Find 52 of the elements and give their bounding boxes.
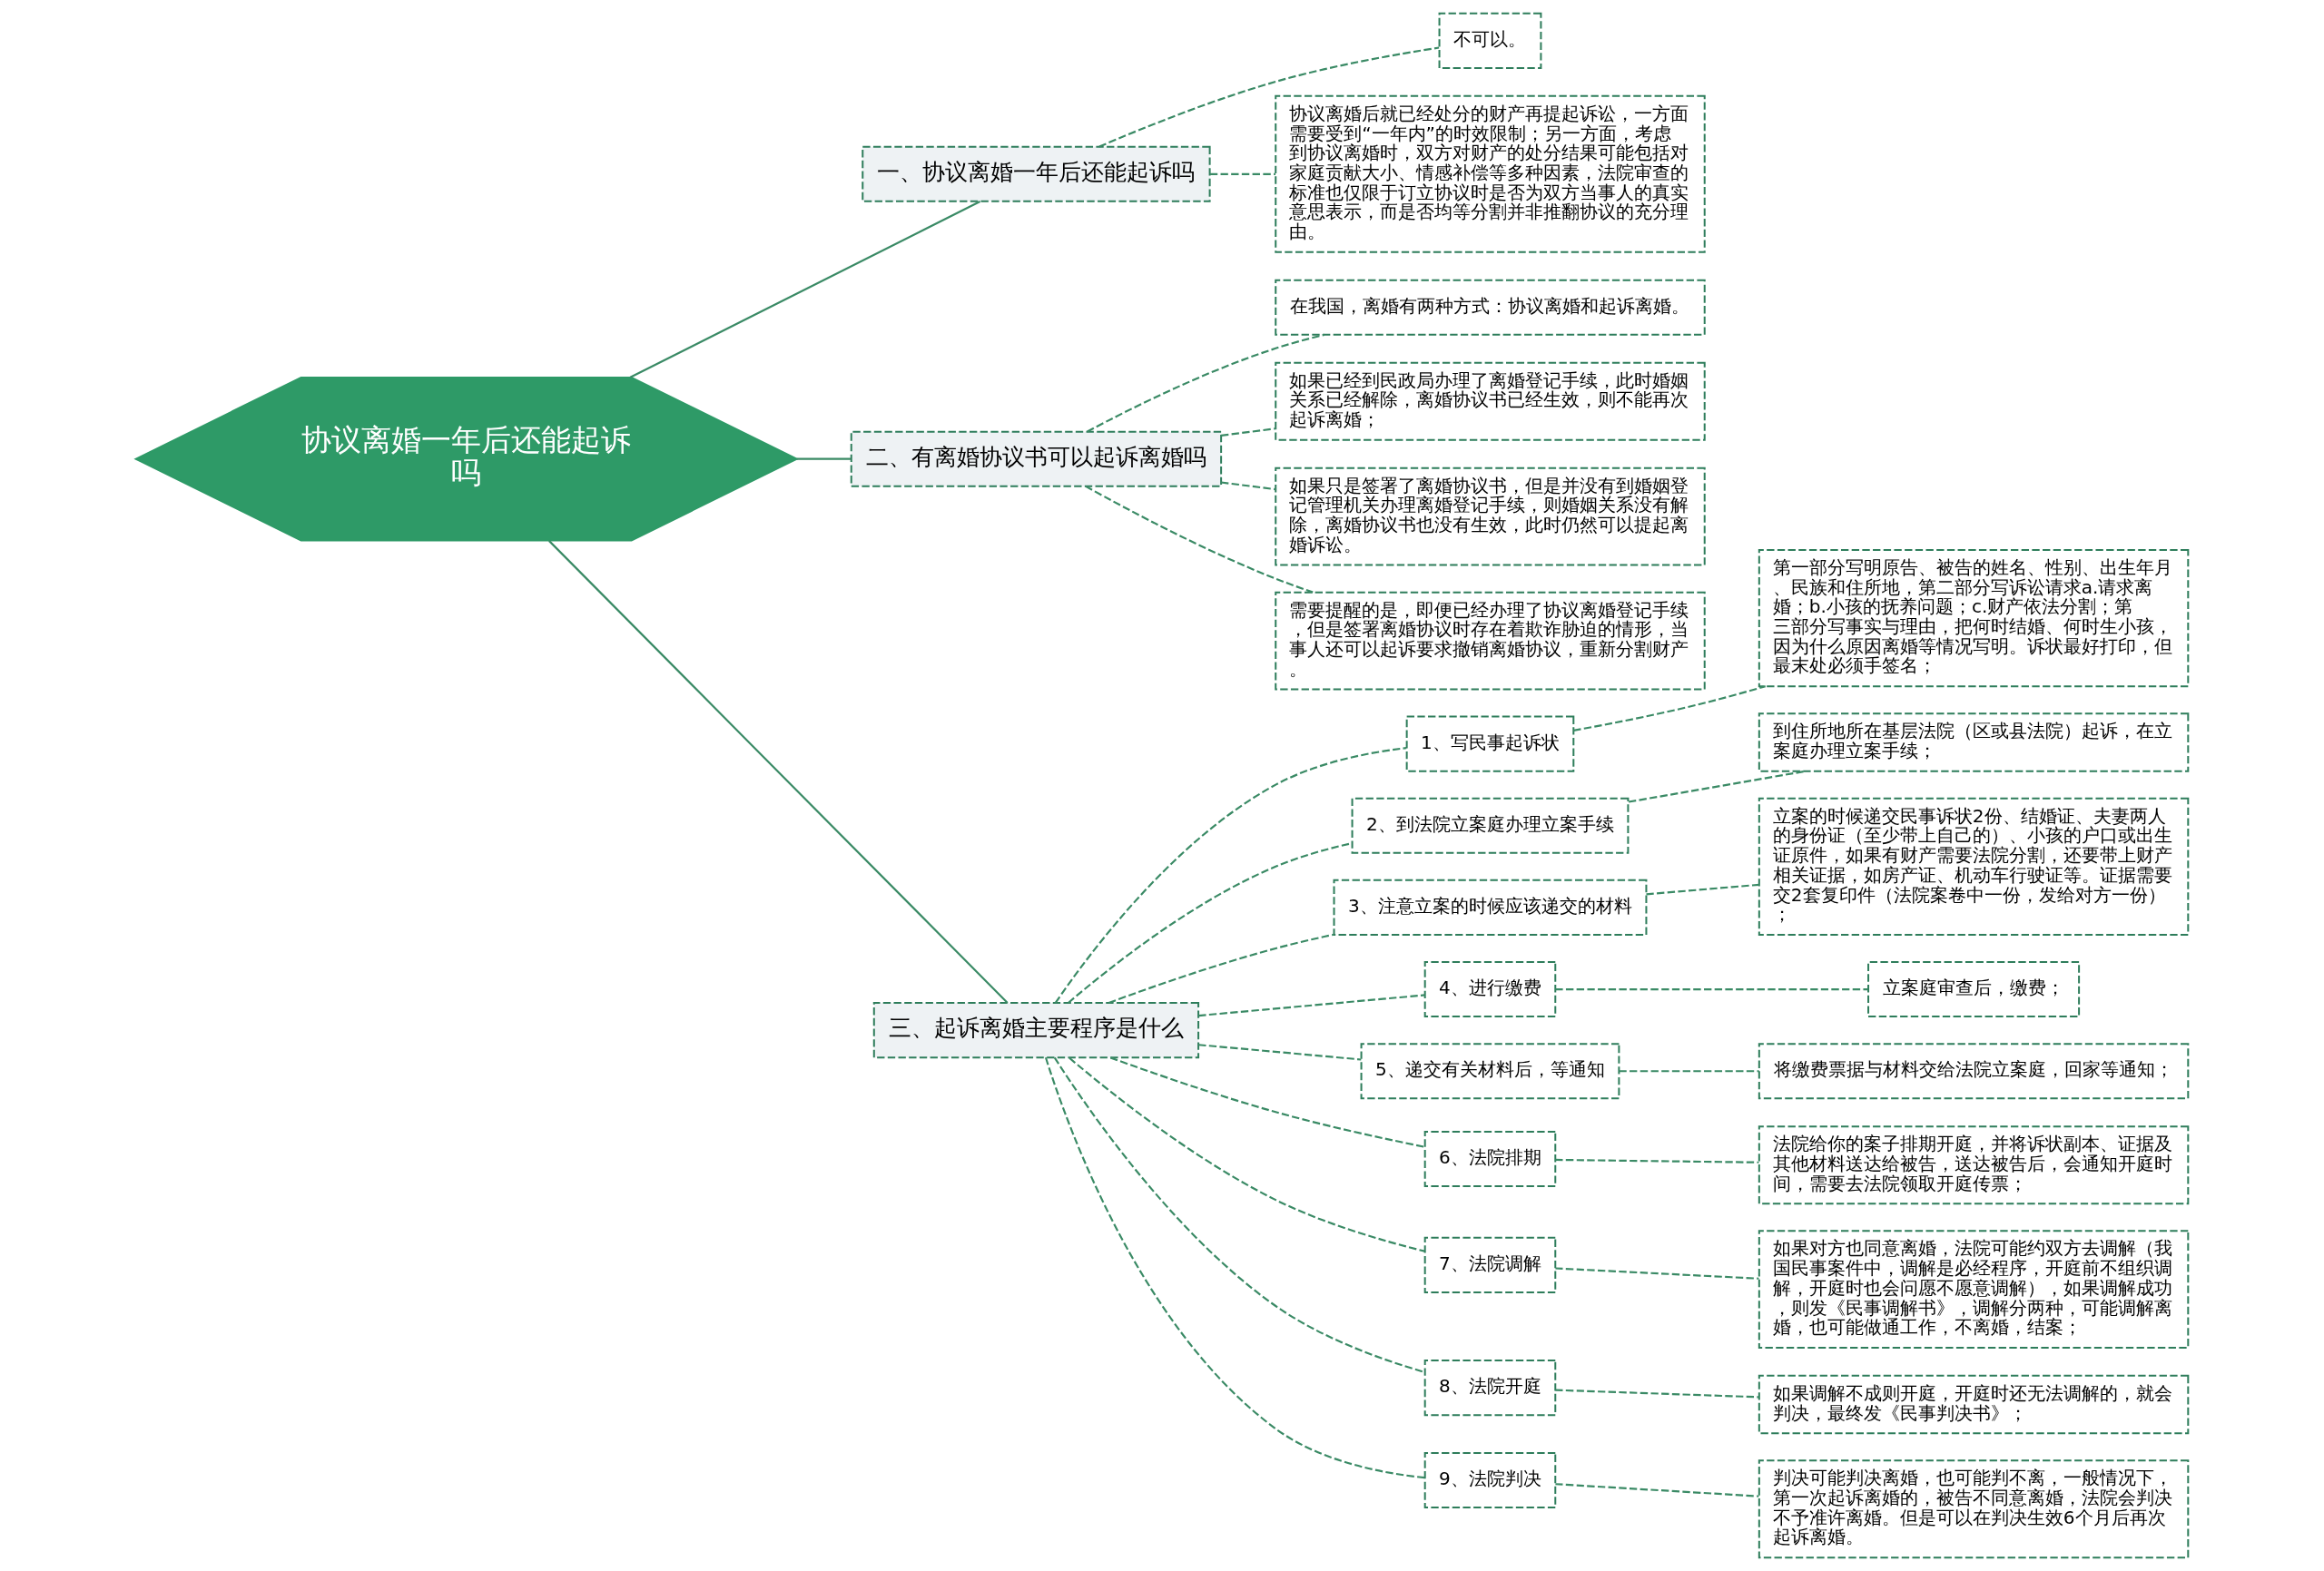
connector <box>1555 1158 1759 1164</box>
connector <box>1555 987 1868 991</box>
node-box: 二、有离婚协议书可以起诉离婚吗 <box>850 430 1223 487</box>
node-box: 需要提醒的是，即便已经办理了协议离婚登记手续，但是签署离婚协议时存在着欺诈胁迫的情形，当事人还可以起诉要求撤销离婚协议，重新分割财产。 <box>1275 591 1706 691</box>
connector <box>1210 172 1275 175</box>
connector <box>1053 1056 1425 1373</box>
connector <box>1198 994 1425 1017</box>
node-box: 1、写民事起诉状 <box>1405 715 1575 772</box>
node-box: 如果调解不成则开庭，开庭时还无法调解的，就会判决，最终发《民事判决书》； <box>1758 1374 2190 1435</box>
node-box: 6、法院排期 <box>1423 1131 1557 1188</box>
node-box: 将缴费票据与材料交给法院立案庭，回家等通知； <box>1758 1043 2190 1100</box>
node-box: 如果只是签署了离婚协议书，但是并没有到婚姻登记管理机关办理离婚登记手续，则婚姻关系没有解除，离婚协议书也没有生效，此时仍然可以提起离婚诉讼。 <box>1275 466 1706 566</box>
node-box: 三、起诉离婚主要程序是什么 <box>872 1002 1200 1059</box>
node-box: 如果对方也同意离婚，法院可能约双方去调解（我国民事案件中，调解是必经程序，开庭前不组织调解，开庭时也会问愿不愿意调解），如果调解成功，则发《民事调解书》，调解分两种，可能调解离婚，也可能做通工作，不离婚，结案； <box>1758 1230 2190 1349</box>
connector <box>1555 1267 1759 1280</box>
node-box: 9、法院判决 <box>1423 1451 1557 1509</box>
node-box: 7、法院调解 <box>1423 1236 1557 1293</box>
node-box: 第一部分写明原告、被告的姓名、性别、出生年月、民族和住所地，第二部分写诉讼请求a.请求离婚；b.小孩的抚养问题；c.财产依法分割；第三部分写事实与理由，把何时结婚、何时生小孩，因为什么原因离婚等情况写明。诉状最好打印，但最末处必须手签名； <box>1758 548 2190 688</box>
node-box: 5、递交有关材料后，等通知 <box>1360 1043 1620 1100</box>
node-box: 8、法院开庭 <box>1423 1360 1557 1417</box>
connector <box>1068 842 1353 1004</box>
node-box: 协议离婚后就已经处分的财产再提起诉讼，一方面需要受到“一年内”的时效限制；另一方面，考虑到协议离婚时，双方对财产的处分结果可能包括对家庭贡献大小、情感补偿等多种因素，法院审查的标准也仅限于订立协议时是否为双方当事人的真实意思表示，而是否均等分割并非推翻协议的充分理由。 <box>1275 94 1706 253</box>
connector <box>1198 1044 1362 1061</box>
connector <box>1628 770 1807 803</box>
connector <box>1646 883 1759 896</box>
connector <box>1068 1056 1425 1252</box>
node-box: 判决可能判决离婚，也可能判不离，一般情况下，第一次起诉离婚的，被告不同意离婚，法院会判决不予准许离婚。但是可以在判决生效6个月后再次起诉离婚。 <box>1758 1459 2190 1559</box>
connector <box>1555 1389 1759 1399</box>
node-box: 不可以。 <box>1438 12 1542 69</box>
connector <box>1108 933 1334 1004</box>
connector <box>1054 747 1407 1004</box>
node-box: 立案的时候递交民事诉状2份、结婚证、夫妻两人的身份证（至少带上自己的）、小孩的户口或出生证原件，如果有财产需要法院分割，还要带上财产相关证据，如房产证、机动车行驶证等。证据需要交2套复印件（法院案卷中一份，发给对方一份）； <box>1758 797 2190 936</box>
node-box: 3、注意立案的时候应该递交的材料 <box>1333 879 1648 936</box>
node-box: 一、协议离婚一年后还能起诉吗 <box>862 145 1211 202</box>
node-box: 在我国，离婚有两种方式：协议离婚和起诉离婚。 <box>1275 279 1706 336</box>
node-box: 到住所地所在基层法院（区或县法院）起诉，在立案庭办理立案手续； <box>1758 712 2190 772</box>
connector <box>1044 1056 1425 1479</box>
node-box: 立案庭审查后，缴费； <box>1867 961 2081 1018</box>
connector <box>1098 46 1440 148</box>
node-box: 4、进行缴费 <box>1423 961 1557 1018</box>
node-box: 如果已经到民政局办理了离婚登记手续，此时婚姻关系已经解除，离婚协议书已经生效，则不能再次起诉离婚； <box>1275 361 1706 441</box>
connector <box>1221 427 1275 437</box>
connector <box>1619 1070 1759 1073</box>
connector <box>548 540 1009 1004</box>
connector <box>1221 481 1275 491</box>
connector <box>1555 1483 1759 1497</box>
node-box: 2、到法院立案庭办理立案手续 <box>1351 797 1630 854</box>
connector <box>1573 685 1767 731</box>
node-box: 法院给你的案子排期开庭，并将诉状副本、证据及其他材料送达给被告，送达被告后，会通知开庭时间，需要去法院领取开庭传票； <box>1758 1125 2190 1205</box>
connector <box>629 201 981 378</box>
connector <box>796 457 851 460</box>
connector <box>1109 1056 1425 1148</box>
